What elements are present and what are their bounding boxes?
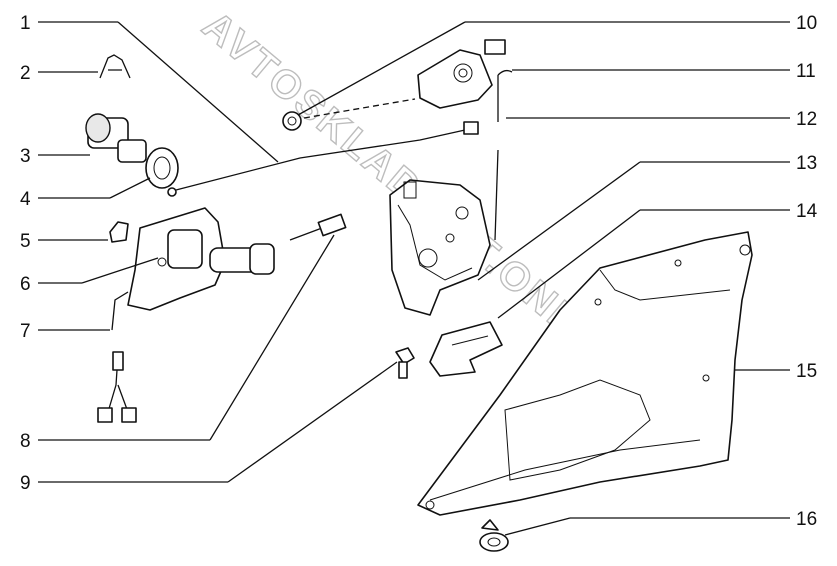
callout-11: 11 <box>796 61 816 82</box>
wiring-harness <box>97 291 137 423</box>
callout-9: 9 <box>20 473 31 494</box>
callout-16: 16 <box>796 509 817 530</box>
spring-clip <box>99 54 131 79</box>
callout-12: 12 <box>796 109 817 130</box>
callout-8: 8 <box>20 431 31 452</box>
door-lock-body <box>389 179 491 316</box>
callout-13: 13 <box>796 153 817 174</box>
callout-1: 1 <box>20 13 31 34</box>
callout-10: 10 <box>796 13 817 34</box>
bolt <box>395 347 415 379</box>
control-cable <box>167 121 479 197</box>
washer <box>145 147 179 189</box>
callout-3: 3 <box>20 146 31 167</box>
lock-striker <box>417 39 506 109</box>
nut <box>282 98 416 131</box>
callout-5: 5 <box>20 231 31 252</box>
lock-cylinder <box>85 113 147 163</box>
callout-14: 14 <box>796 201 818 222</box>
door-trim-panel <box>417 231 753 516</box>
lock-rod <box>494 69 513 241</box>
callout-labels: 1 2 3 4 5 6 7 8 9 10 11 12 13 14 15 16 <box>20 13 818 530</box>
callout-4: 4 <box>20 189 31 210</box>
plastic-rivet <box>479 519 509 552</box>
lock-actuator <box>127 207 275 311</box>
link-rod <box>289 213 347 241</box>
callout-2: 2 <box>20 63 31 84</box>
small-clip <box>109 221 129 243</box>
callout-6: 6 <box>20 274 31 295</box>
callout-15: 15 <box>796 361 817 382</box>
callout-7: 7 <box>20 321 31 342</box>
leader-lines <box>38 21 790 536</box>
lock-bracket <box>429 321 503 377</box>
